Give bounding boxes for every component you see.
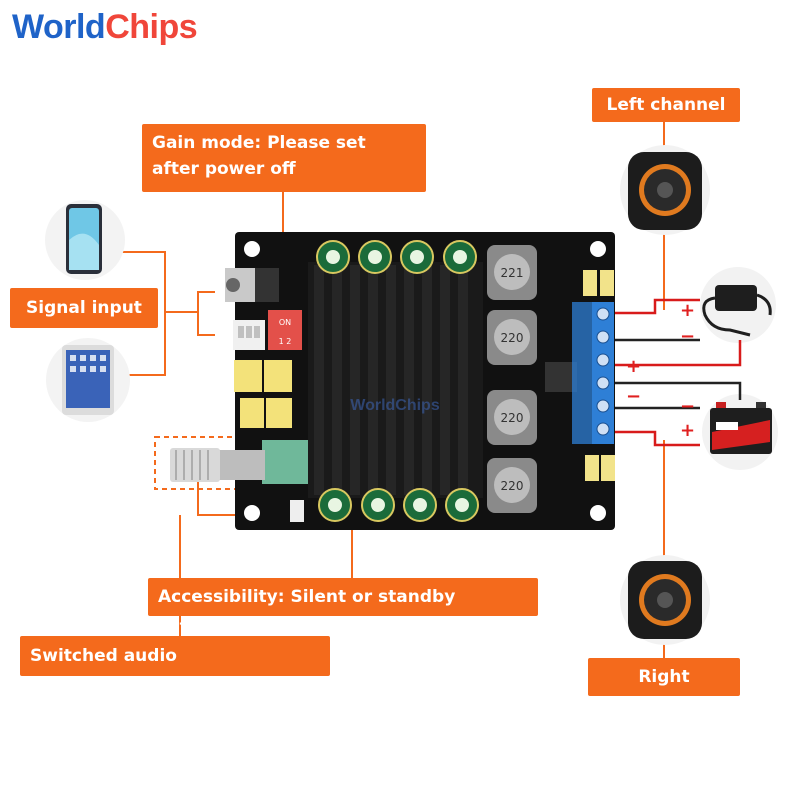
- audio-jack: [225, 268, 279, 302]
- heatsink: WorldChips: [308, 262, 483, 498]
- inductors: 221 220 220 220: [487, 245, 537, 513]
- phone-icon: [45, 200, 125, 280]
- battery-icon: [702, 394, 778, 470]
- regulator-chip: [545, 362, 577, 392]
- input-connector: [233, 320, 265, 350]
- terminal-plus-top: +: [680, 300, 696, 321]
- signal-bracket-line: [120, 251, 166, 376]
- inductor-label: 220: [501, 479, 524, 493]
- terminal-plus-bottom: +: [680, 420, 696, 441]
- brand-logo: WorldChips: [12, 8, 198, 47]
- logo-world: World: [12, 8, 106, 46]
- inductor-label: 221: [501, 266, 524, 280]
- inductor-label: 220: [501, 331, 524, 345]
- amplifier-board: WorldChips 221 220 220 220: [170, 232, 615, 530]
- capacitors-bottom: [318, 488, 479, 522]
- terminal-minus-top: −: [680, 326, 696, 347]
- right-channel-label: Right channel: [588, 658, 740, 717]
- watermark-text: WorldChips: [350, 397, 440, 414]
- wire-power-minus: [615, 381, 742, 400]
- dip-switch-numbers: 1 2: [279, 337, 292, 346]
- power-adapter-icon: [700, 267, 776, 343]
- logo-chips: Chips: [105, 8, 198, 46]
- dip-switch: ON 1 2: [268, 310, 302, 350]
- speaker-icon: [620, 555, 710, 645]
- signal-connector-line: [165, 291, 215, 336]
- potentiometer-label: Switched audio potentiometer: [20, 636, 330, 698]
- pot-highlight-box: [154, 436, 271, 490]
- gain-mode-label: Gain mode: Please set after power off: [142, 124, 426, 192]
- capacitors-top: [316, 240, 477, 274]
- tablet-icon: [46, 338, 130, 422]
- signal-input-label: Signal input: [10, 288, 158, 328]
- terminal-block: [572, 302, 614, 444]
- potentiometer: [170, 440, 308, 484]
- terminal-minus-bottom: −: [680, 396, 696, 417]
- film-capacitors: [234, 360, 292, 428]
- speaker-icon: [620, 145, 710, 235]
- inductor-label: 220: [501, 411, 524, 425]
- terminal-plus-mid: +: [626, 356, 642, 377]
- standby-header: [290, 500, 304, 522]
- dip-switch-on-label: ON: [279, 318, 291, 327]
- left-channel-label: Left channel: [592, 88, 740, 122]
- red-wires: [615, 298, 742, 447]
- terminal-minus-mid: −: [626, 386, 642, 407]
- wire-power-plus: [615, 340, 742, 367]
- small-capacitors-right: [583, 270, 615, 481]
- wire-left-plus: [615, 298, 700, 315]
- accessibility-label: Accessibility: Silent or standby setting…: [148, 578, 538, 637]
- wire-right-plus: [615, 430, 700, 447]
